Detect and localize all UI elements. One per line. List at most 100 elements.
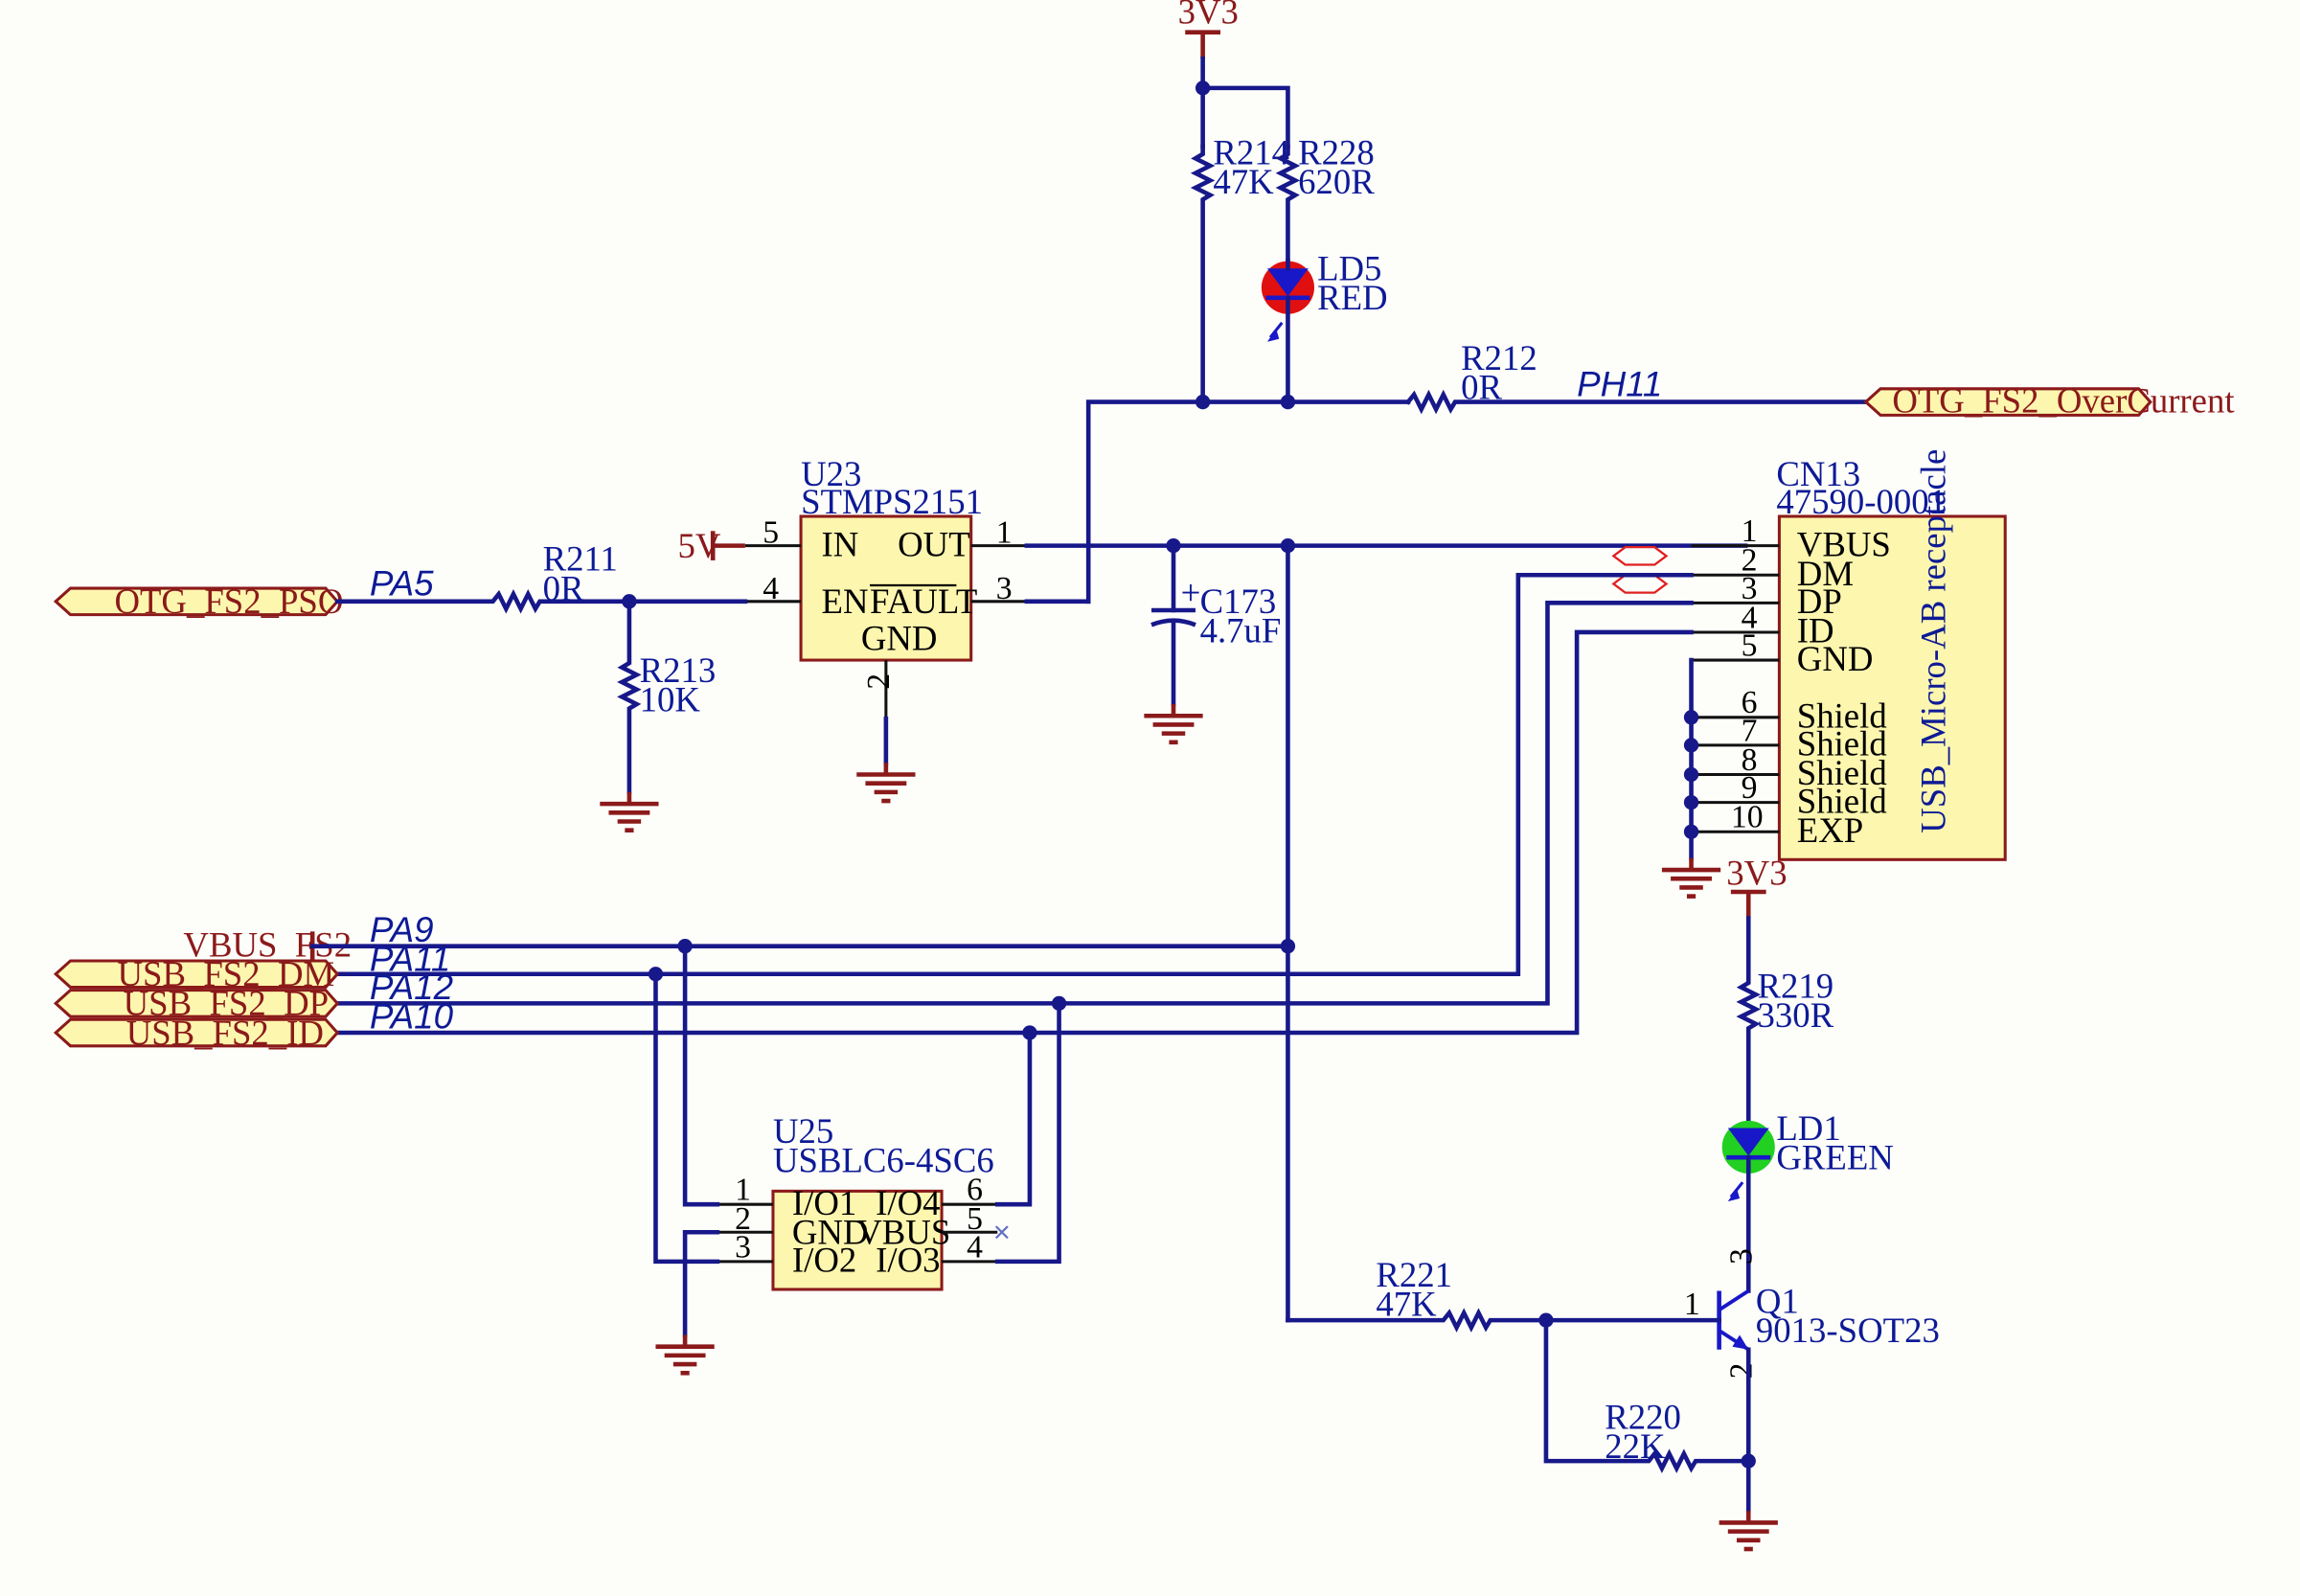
net-label-pa5: PA5 — [370, 564, 434, 604]
port-usb-fs2-id: USB_FS2_ID — [53, 1013, 340, 1052]
svg-text:I/O2: I/O2 — [792, 1241, 856, 1280]
svg-text:3: 3 — [1723, 1248, 1759, 1265]
port-otg-fs2-overcurrent: OTG_FS2_OverCurrent — [1863, 380, 2235, 420]
resistor-r211: R211 0R — [334, 539, 748, 614]
svg-text:GREEN: GREEN — [1776, 1137, 1894, 1176]
svg-text:3V3: 3V3 — [1726, 853, 1787, 892]
svg-text:4: 4 — [1742, 600, 1758, 635]
net-label-pa9: PA9 — [370, 910, 434, 949]
svg-text:3V3: 3V3 — [1178, 0, 1239, 32]
svg-text:CN13: CN13 — [1776, 454, 1860, 493]
svg-text:USBLC6-4SC6: USBLC6-4SC6 — [773, 1140, 994, 1179]
svg-text:3: 3 — [996, 571, 1013, 606]
resistor-r228: R228 620R — [1275, 133, 1375, 263]
svg-text:R213: R213 — [640, 650, 717, 690]
svg-text:USB_Micro-AB receptacle: USB_Micro-AB receptacle — [1913, 449, 1952, 833]
net-label-pa11: PA11 — [370, 940, 450, 979]
svg-text:I/O3: I/O3 — [876, 1241, 940, 1280]
svg-text:DP: DP — [1797, 581, 1842, 621]
svg-text:2: 2 — [1742, 543, 1758, 579]
svg-text:620R: 620R — [1298, 162, 1375, 201]
diff-pair-marker — [1611, 546, 1669, 594]
svg-text:5: 5 — [763, 515, 779, 551]
svg-text:EXP: EXP — [1797, 810, 1863, 850]
svg-text:R220: R220 — [1605, 1397, 1681, 1436]
svg-text:I/O4: I/O4 — [876, 1183, 940, 1222]
svg-text:LD1: LD1 — [1776, 1108, 1840, 1148]
svg-text:STMPS2151: STMPS2151 — [801, 482, 983, 521]
svg-text:VBUS: VBUS — [856, 1213, 950, 1252]
svg-text:ID: ID — [1797, 611, 1834, 650]
svg-text:GND: GND — [1797, 639, 1874, 678]
svg-text:47K: 47K — [1376, 1285, 1437, 1324]
svg-text:RED: RED — [1317, 278, 1388, 317]
svg-text:1: 1 — [735, 1173, 751, 1208]
svg-text:4: 4 — [967, 1229, 983, 1265]
svg-text:R228: R228 — [1298, 133, 1375, 172]
svg-text:U23: U23 — [801, 454, 861, 493]
svg-text:Shield: Shield — [1797, 781, 1887, 820]
svg-text:R211: R211 — [543, 539, 618, 579]
svg-text:USB_FS2_ID: USB_FS2_ID — [126, 1013, 324, 1052]
svg-text:9013-SOT23: 9013-SOT23 — [1756, 1311, 1940, 1350]
svg-text:5: 5 — [1742, 627, 1758, 663]
svg-text:EN: EN — [822, 581, 869, 621]
svg-text:DM: DM — [1797, 554, 1854, 593]
svg-text:6: 6 — [1742, 685, 1758, 720]
net-label-ph11: PH11 — [1577, 364, 1662, 403]
net-label-pa12: PA12 — [370, 968, 453, 1007]
svg-text:4.7uF: 4.7uF — [1200, 611, 1282, 650]
svg-text:5: 5 — [967, 1201, 983, 1237]
svg-text:U25: U25 — [773, 1111, 833, 1151]
net-label-pa10: PA10 — [370, 996, 454, 1036]
power-3v3-top: 3V3 — [1178, 0, 1239, 59]
resistor-r214: R214 47K — [1190, 133, 1289, 404]
svg-text:R212: R212 — [1461, 338, 1537, 377]
svg-text:7: 7 — [1742, 713, 1758, 748]
ic-u25: U25 USBLC6-4SC6 I/O1 I/O4 GND VBUS I/O2 … — [717, 1111, 1009, 1291]
svg-text:3: 3 — [735, 1229, 751, 1265]
svg-text:GND: GND — [861, 618, 938, 657]
svg-text:6: 6 — [967, 1173, 983, 1208]
svg-text:+: + — [1181, 573, 1201, 612]
led-ld5: LD5 RED — [1261, 248, 1388, 404]
resistor-r221: R221 47K — [1286, 1255, 1721, 1333]
svg-text:0R: 0R — [1461, 368, 1502, 407]
svg-text:R219: R219 — [1757, 966, 1833, 1005]
ic-u23: U23 STMPS2151 IN OUT EN FAULT GND 5 4 1 … — [744, 454, 1027, 719]
cn13-pin-list: 1 2 3 4 5 6 7 8 9 10 VBUS DM DP ID GND S… — [1691, 513, 1891, 850]
svg-text:47590-0001: 47590-0001 — [1776, 482, 1947, 521]
svg-text:1: 1 — [996, 515, 1013, 551]
svg-text:FAULT: FAULT — [870, 581, 977, 621]
svg-text:4: 4 — [763, 571, 779, 606]
svg-text:9: 9 — [1742, 770, 1758, 806]
port-otg-fs2-pso: OTG_FS2_PSO — [53, 581, 343, 621]
svg-text:2: 2 — [1723, 1363, 1759, 1379]
svg-text:I/O1: I/O1 — [792, 1183, 856, 1222]
port-usb-fs2-dp: USB_FS2_DP — [53, 984, 340, 1023]
svg-text:C173: C173 — [1200, 581, 1277, 621]
svg-text:8: 8 — [1742, 742, 1758, 778]
svg-text:LD5: LD5 — [1317, 248, 1381, 287]
svg-text:Shield: Shield — [1797, 753, 1887, 792]
capacitor-c173: + C173 4.7uF — [1150, 543, 1282, 707]
power-3v3-right: 3V3 — [1726, 853, 1788, 919]
svg-text:USB_FS2_DM: USB_FS2_DM — [118, 954, 335, 993]
resistor-r219: R219 330R — [1736, 916, 1834, 1125]
svg-text:VBUS: VBUS — [1797, 524, 1891, 563]
svg-text:0R: 0R — [543, 568, 584, 607]
resistor-r213: R213 10K — [617, 599, 717, 795]
svg-text:Shield: Shield — [1797, 696, 1887, 736]
connector-cn13: CN13 47590-0001 USB_Micro-AB receptacle … — [1691, 449, 2007, 861]
svg-text:Q1: Q1 — [1756, 1281, 1799, 1320]
port-usb-fs2-dm: USB_FS2_DM — [53, 954, 340, 993]
svg-text:2: 2 — [861, 673, 897, 690]
svg-text:OUT: OUT — [898, 524, 970, 563]
svg-text:3: 3 — [1742, 571, 1758, 606]
resistor-r220: R220 22K — [1543, 1317, 1751, 1473]
svg-text:IN: IN — [822, 524, 859, 563]
svg-text:OTG_FS2_OverCurrent: OTG_FS2_OverCurrent — [1892, 380, 2234, 420]
svg-text:1: 1 — [1742, 513, 1758, 549]
svg-text:OTG_FS2_PSO: OTG_FS2_PSO — [114, 581, 343, 621]
